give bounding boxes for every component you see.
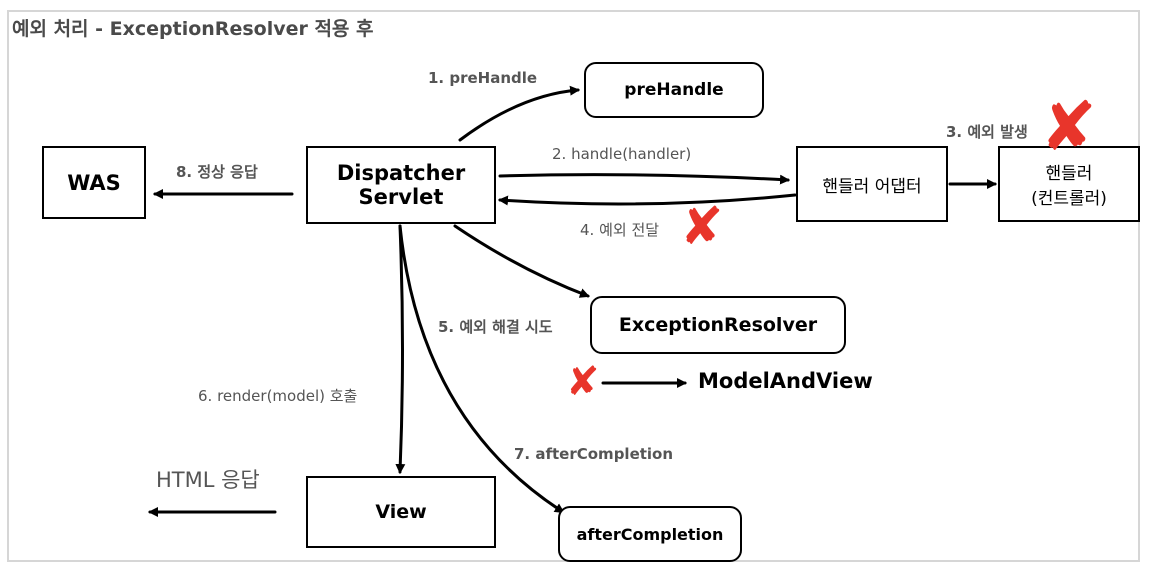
step6-label: 6. render(model) 호출 — [198, 387, 358, 405]
arrow-render — [395, 224, 406, 474]
prehandle-box: preHandle — [584, 62, 764, 118]
step1-label: 1. preHandle — [428, 69, 538, 87]
aftercompletion-box: afterCompletion — [558, 506, 742, 562]
resolver-label: ExceptionResolver — [618, 314, 818, 336]
was-label: WAS — [67, 170, 121, 195]
arrow-resolve — [453, 224, 590, 298]
cross-icon-exception-pass: ✘ — [680, 197, 724, 257]
cross-icon-model-and-view: ✘ — [566, 359, 600, 405]
exception-resolver-box: ExceptionResolver — [590, 296, 846, 354]
aftercompletion-label: afterCompletion — [576, 524, 724, 544]
dispatcher-label-line1: Dispatcher — [336, 161, 466, 185]
step4-label: 4. 예외 전달 — [580, 221, 660, 239]
step5-label: 5. 예외 해결 시도 — [438, 318, 553, 336]
was-box: WAS — [42, 146, 146, 219]
diagram-title: 예외 처리 - ExceptionResolver 적용 후 — [12, 18, 374, 40]
html-response-label: HTML 응답 — [156, 468, 260, 492]
arrow-prehandle — [458, 85, 580, 142]
handler-label-line1: 핸들러 — [1045, 164, 1093, 184]
arrow-handle — [498, 173, 790, 185]
cross-icon-handler: ✘ — [1040, 88, 1097, 167]
view-box: View — [306, 476, 496, 548]
arrow-exception-pass — [498, 193, 797, 206]
handler-controller-box: 핸들러 (컨트롤러) — [998, 146, 1140, 222]
handler-label-line2: (컨트롤러) — [1031, 189, 1107, 209]
adapter-label: 핸들러 어댑터 — [822, 176, 922, 197]
step3-label: 3. 예외 발생 — [946, 123, 1028, 141]
model-and-view-label: ModelAndView — [698, 369, 873, 393]
step7-label: 7. afterCompletion — [514, 445, 674, 463]
step2-label: 2. handle(handler) — [552, 145, 692, 163]
step8-label: 8. 정상 응답 — [176, 163, 258, 181]
handler-adapter-box: 핸들러 어댑터 — [796, 146, 948, 222]
dispatcher-servlet-box: Dispatcher Servlet — [306, 146, 496, 224]
dispatcher-label-line2: Servlet — [358, 185, 444, 209]
prehandle-label: preHandle — [624, 80, 724, 100]
arrow-aftercompletion — [398, 224, 565, 514]
view-label: View — [375, 501, 427, 523]
